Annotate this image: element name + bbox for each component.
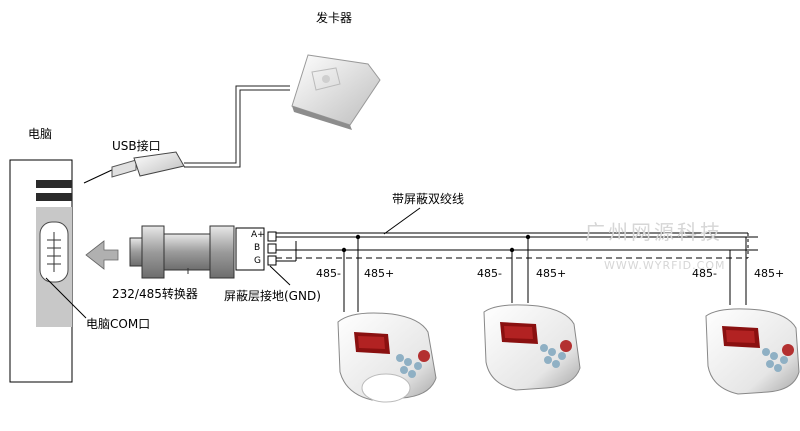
t2-plus-label: 485+: [536, 267, 567, 280]
ground-pointer: [269, 265, 291, 286]
usb-port-label: USB接口: [112, 139, 161, 153]
t3-minus-label: 485-: [692, 267, 717, 280]
t2-minus-label: 485-: [477, 267, 502, 280]
shielded-cable-label: 带屏蔽双绞线: [392, 192, 465, 206]
t3-plus-label: 485+: [754, 267, 785, 280]
t1-plus-label: 485+: [364, 267, 395, 280]
usb-plug: [111, 151, 185, 178]
com-arrow-icon: [85, 240, 119, 270]
shield-ground-label: 屏蔽层接地(GND): [224, 289, 321, 303]
usb-cable: [184, 85, 290, 164]
terminal-device-1: [337, 312, 437, 403]
watermark-site: www.wyrfid.com: [604, 259, 726, 272]
com-port-pointer: [45, 277, 87, 319]
card-issuer-label: 发卡器: [316, 11, 353, 25]
terminal-drops: [343, 237, 747, 312]
usb-pointer: [83, 168, 115, 184]
computer-label: 电脑: [28, 127, 53, 141]
terminal-label-aplus: A+: [251, 230, 265, 240]
converter-label: 232/485转换器: [112, 287, 198, 301]
card-issuer-device: [291, 54, 381, 130]
terminal-label-b: B: [254, 243, 261, 253]
terminal-device-3: [705, 308, 800, 395]
computer-tower: [9, 159, 73, 383]
com-port-label: 电脑COM口: [86, 317, 151, 331]
converter-device: [129, 225, 235, 279]
terminal-label-g: G: [254, 256, 261, 266]
t1-minus-label: 485-: [316, 267, 341, 280]
bus-junctions: [341, 234, 531, 253]
terminal-block: [235, 227, 277, 271]
terminal-device-2: [483, 304, 581, 391]
watermark-company: 广州网源科技: [585, 220, 723, 244]
cable-pointer: [383, 207, 421, 235]
